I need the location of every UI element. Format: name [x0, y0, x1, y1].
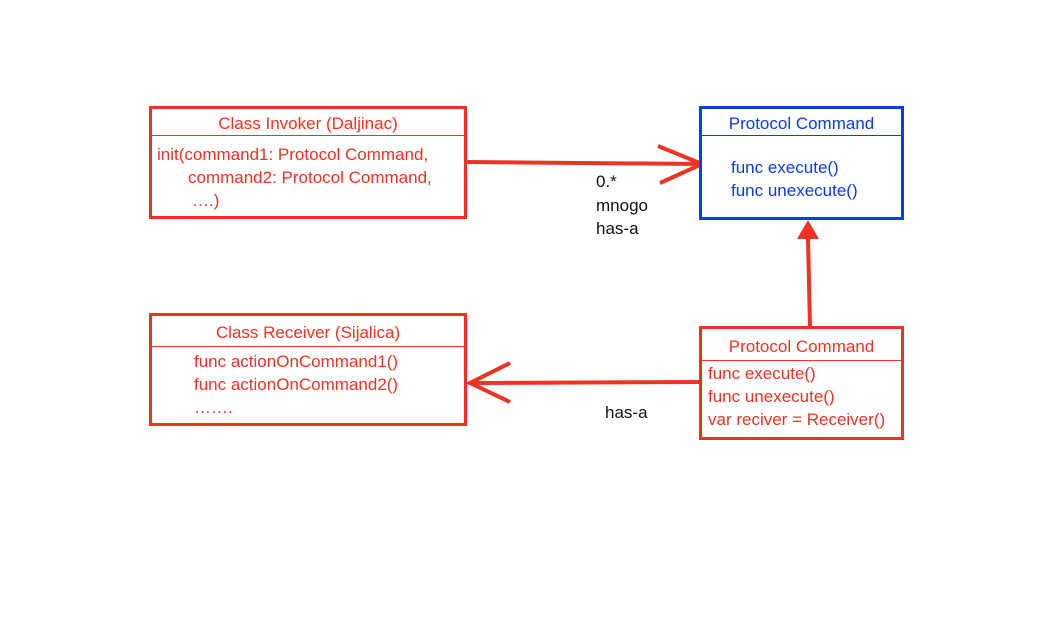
conformance-arrowhead [797, 220, 819, 239]
protocol-execute-line: func execute() [731, 158, 839, 177]
concrete-execute-line: func execute() [708, 364, 816, 383]
concrete-receiver-var-line: var reciver = Receiver() [708, 410, 886, 429]
invoker-init-line-2: command2: Protocol Command, [188, 168, 432, 187]
command-receiver-arrowhead [465, 361, 511, 404]
invoker-init-line-1: init(command1: Protocol Command, [157, 145, 429, 164]
receiver-action-1-line: func actionOnCommand1() [194, 352, 399, 371]
invoker-init-line-3: ….) [192, 191, 220, 210]
protocol-command-title: Protocol Command [702, 109, 901, 136]
receiver-class-title: Class Receiver (Sijalica) [152, 316, 464, 347]
concrete-command-title: Protocol Command [702, 329, 901, 361]
concrete-unexecute-line: func unexecute() [708, 387, 835, 406]
conformance-edge [806, 237, 812, 328]
protocol-unexecute-line: func unexecute() [731, 181, 858, 200]
receiver-has-a-label: has-a [605, 403, 648, 422]
invoker-class-title: Class Invoker (Daljinac) [152, 109, 464, 136]
command-receiver-edge [469, 380, 701, 385]
mnogo-label: mnogo [596, 196, 648, 215]
concrete-command-box: Protocol Command func execute() func une… [699, 326, 904, 440]
receiver-action-2-line: func actionOnCommand2() [194, 375, 399, 394]
invoker-has-a-label: has-a [596, 219, 639, 238]
protocol-command-box: Protocol Command func execute() func une… [699, 106, 904, 220]
invoker-protocol-edge [465, 160, 703, 166]
multiplicity-label: 0.* [596, 172, 617, 191]
receiver-ellipsis-line: ……. [194, 398, 233, 417]
receiver-class-box: Class Receiver (Sijalica) func actionOnC… [149, 313, 467, 426]
invoker-class-box: Class Invoker (Daljinac) init(command1: … [149, 106, 467, 219]
